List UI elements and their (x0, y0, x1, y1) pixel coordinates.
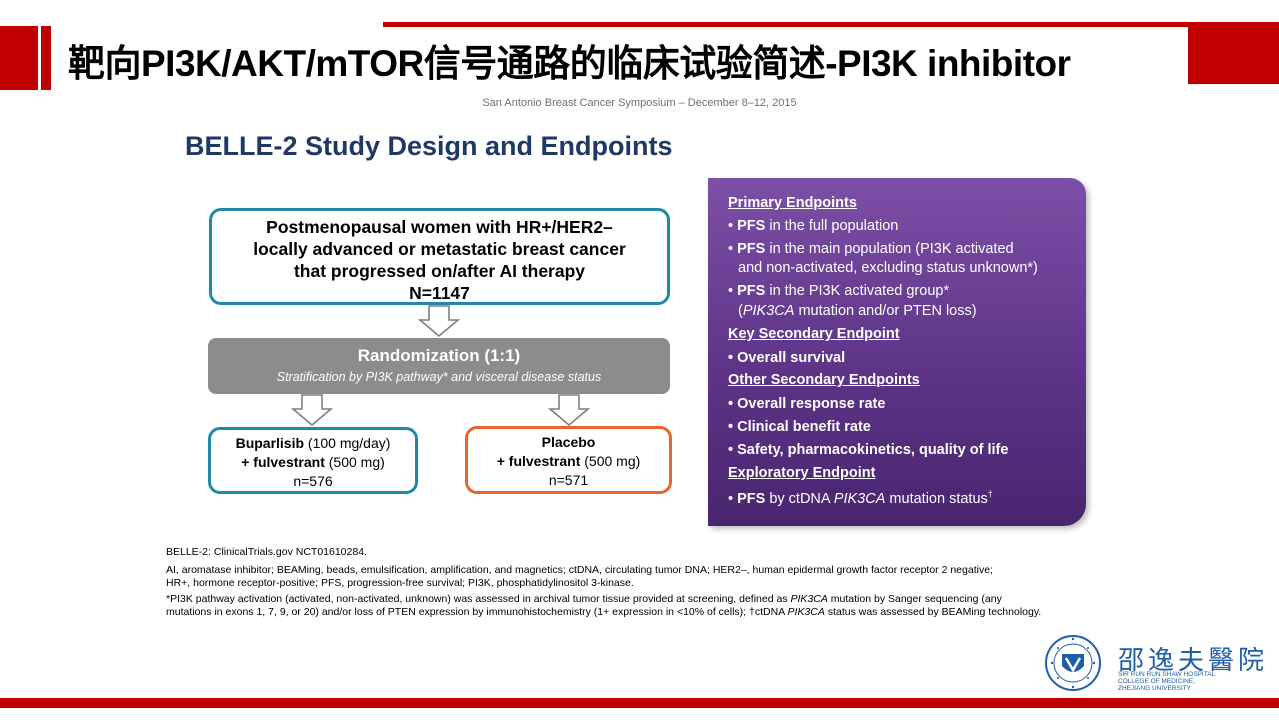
bullet: • (728, 419, 734, 435)
endpoint-text: mutation and/or PTEN loss) (794, 303, 977, 319)
footnote-text: mutation by Sanger sequencing (any (827, 593, 1002, 605)
arm-a-line-2: + fulvestrant (500 mg) (211, 453, 415, 472)
population-line-2: locally advanced or metastatic breast ca… (253, 239, 626, 259)
randomization-box: Randomization (1:1) Stratification by PI… (208, 338, 670, 394)
endpoint-text: Overall survival (737, 350, 846, 366)
dagger-mark: † (987, 489, 993, 499)
hospital-name-cn: 邵逸夫醫院 (1118, 646, 1269, 676)
footnote-4: *PI3K pathway activation (activated, non… (166, 593, 1002, 605)
footnote-5: mutations in exons 1, 7, 9, or 20) and/o… (166, 606, 1041, 618)
arm-a-dose: (100 mg/day) (304, 435, 391, 451)
footnote-2: AI, aromatase inhibitor; BEAMing, beads,… (166, 564, 993, 576)
endpoint-text: by ctDNA (765, 490, 834, 507)
footnote-text: status was assessed by BEAMing technolog… (824, 606, 1042, 618)
bullet: • (728, 442, 734, 458)
page-title: 靶向PI3K/AKT/mTOR信号通路的临床试验简述-PI3K inhibito… (68, 43, 1071, 84)
buparlisib-arm-box: Buparlisib (100 mg/day) + fulvestrant (5… (208, 427, 418, 494)
arm-a-drug: Buparlisib (235, 435, 305, 451)
arm-b-plus: + fulvestrant (496, 453, 581, 469)
arm-b-line-2: + fulvestrant (500 mg) (468, 452, 669, 471)
arm-b-n: n=571 (548, 472, 589, 488)
bullet: • (728, 218, 734, 234)
endpoint-bold: PFS (737, 241, 766, 257)
endpoint-text: Overall response rate (737, 396, 886, 412)
right-red-block (1188, 22, 1279, 84)
endpoint-bold: PFS (737, 218, 766, 234)
endpoint-text: in the main population (PI3K activated (765, 241, 1014, 257)
endpoint-bold: PFS (737, 490, 766, 507)
bullet: • (728, 241, 734, 257)
primary-endpoint-3-cont: (PIK3CA mutation and/or PTEN loss) (738, 303, 977, 319)
paren: ( (738, 303, 743, 319)
key-secondary-1: • Overall survival (728, 350, 845, 366)
hospital-name-en-3: ZHEJIANG UNIVERSITY (1118, 685, 1191, 692)
exploratory-heading: Exploratory Endpoint (728, 465, 876, 481)
arm-b-drug: Placebo (541, 434, 596, 450)
top-red-bar (383, 22, 1279, 27)
footnote-text: mutations in exons 1, 7, 9, or 20) and/o… (166, 606, 788, 618)
endpoint-text: in the full population (765, 218, 899, 234)
arm-b-plus-dose: (500 mg) (580, 453, 641, 469)
randomization-subtitle: Stratification by PI3K pathway* and visc… (276, 370, 602, 384)
hospital-name-en-2: COLLEGE OF MEDICINE, (1118, 678, 1195, 685)
left-red-stripe (41, 26, 51, 90)
exploratory-1: • PFS by ctDNA PIK3CA mutation status† (728, 489, 993, 507)
footnote-1: BELLE-2: ClinicalTrials.gov NCT01610284. (166, 546, 367, 558)
placebo-arm-box: Placebo + fulvestrant (500 mg) n=571 (465, 426, 672, 494)
other-secondary-3: • Safety, pharmacokinetics, quality of l… (728, 442, 1008, 458)
endpoint-text: Safety, pharmacokinetics, quality of lif… (737, 442, 1009, 458)
endpoints-panel: Primary Endpoints • PFS in the full popu… (708, 178, 1086, 526)
footnote-3: HR+, hormone receptor-positive; PFS, pro… (166, 577, 634, 589)
primary-endpoint-1: • PFS in the full population (728, 218, 898, 234)
endpoint-text: Clinical benefit rate (737, 419, 871, 435)
bullet: • (728, 283, 734, 299)
population-n: N=1147 (409, 283, 470, 303)
primary-endpoints-heading: Primary Endpoints (728, 195, 857, 211)
endpoint-text: mutation status (885, 490, 988, 507)
gene-name: PIK3CA (742, 303, 795, 319)
key-secondary-heading: Key Secondary Endpoint (728, 326, 900, 342)
gene-name: PIK3CA (790, 593, 828, 605)
primary-endpoint-3: • PFS in the PI3K activated group* (728, 283, 949, 299)
population-box: Postmenopausal women with HR+/HER2– loca… (209, 208, 670, 305)
arm-a-line-1: Buparlisib (100 mg/day) (211, 434, 415, 453)
population-line-3: that progressed on/after AI therapy (293, 261, 586, 281)
arrow-down-icon (417, 305, 461, 338)
randomization-title: Randomization (1:1) (357, 346, 521, 365)
arm-a-plus-dose: (500 mg) (324, 454, 385, 470)
hospital-name-en-1: SIR RUN RUN SHAW HOSPITAL (1118, 671, 1216, 678)
primary-endpoint-2-cont: and non-activated, excluding status unkn… (738, 260, 1038, 276)
bottom-red-bar (0, 698, 1279, 708)
primary-endpoint-2: • PFS in the main population (PI3K activ… (728, 241, 1014, 257)
arrow-down-icon (547, 394, 591, 427)
footnote-text: *PI3K pathway activation (activated, non… (166, 593, 791, 605)
endpoint-bold: PFS (737, 283, 766, 299)
other-secondary-2: • Clinical benefit rate (728, 419, 871, 435)
other-secondary-heading: Other Secondary Endpoints (728, 372, 920, 388)
arm-a-n: n=576 (293, 473, 333, 489)
gene-name: PIK3CA (787, 606, 825, 618)
population-line-1: Postmenopausal women with HR+/HER2– (266, 217, 613, 237)
arm-a-plus: + fulvestrant (241, 454, 325, 470)
bullet: • (728, 490, 734, 507)
bullet: • (728, 350, 734, 366)
bullet: • (728, 396, 734, 412)
left-red-bar (0, 26, 38, 90)
symposium-caption: San Antonio Breast Cancer Symposium – De… (482, 97, 797, 109)
hospital-seal-icon (1045, 635, 1101, 691)
slide-title: BELLE-2 Study Design and Endpoints (185, 131, 673, 161)
arrow-down-icon (290, 394, 334, 427)
other-secondary-1: • Overall response rate (728, 396, 885, 412)
endpoint-text: in the PI3K activated group* (765, 283, 950, 299)
gene-name: PIK3CA (833, 490, 886, 507)
